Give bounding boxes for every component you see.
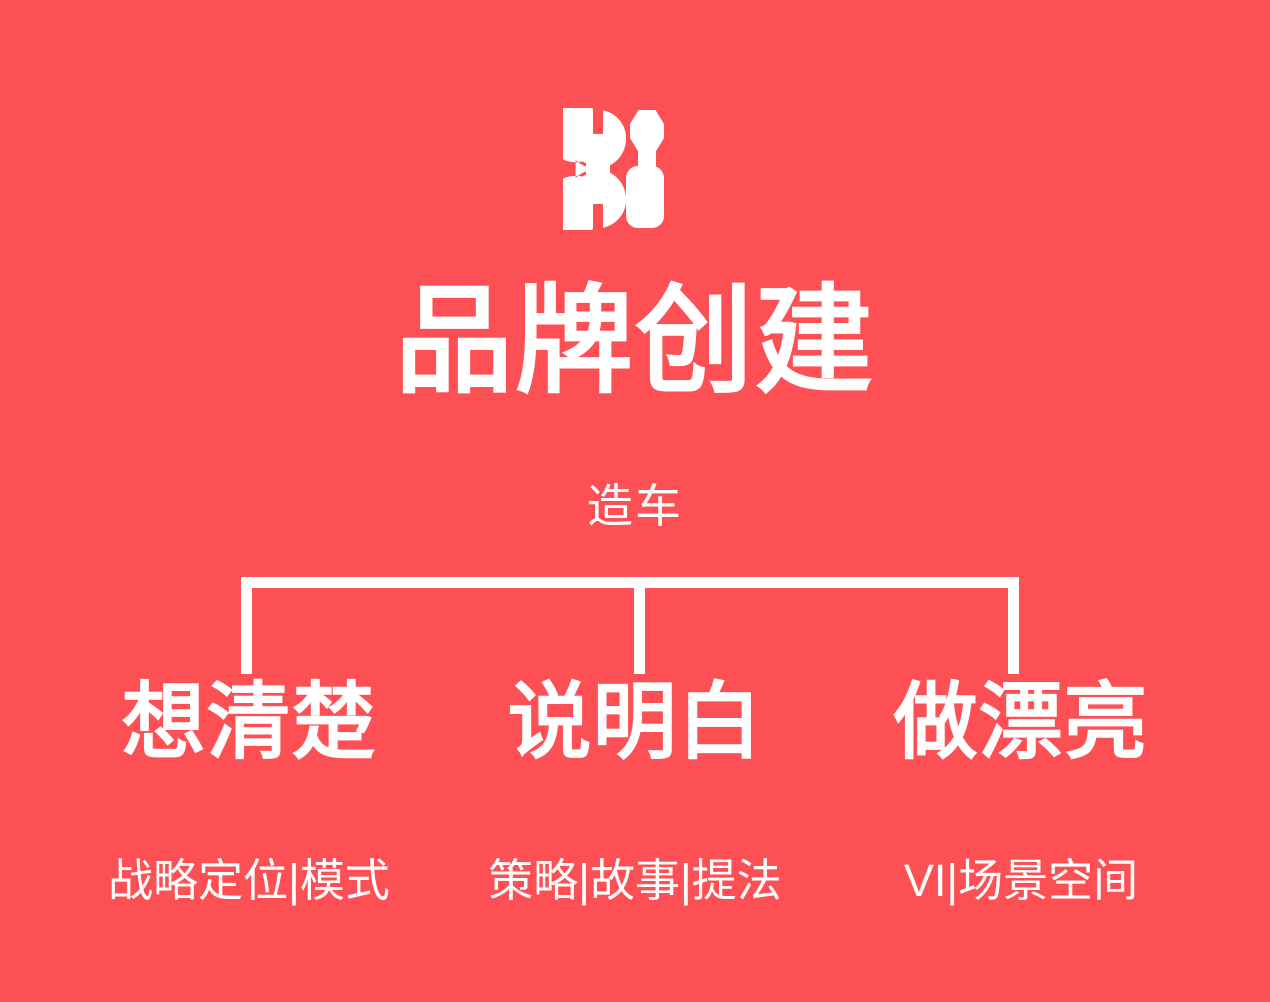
connector-vertical-line-center xyxy=(634,577,645,674)
caption-column-2: 策略|故事|提法 xyxy=(442,856,828,906)
branch-caption-2: 策略|故事|提法 xyxy=(488,855,782,906)
branch-column-3: 做漂亮 xyxy=(828,678,1214,766)
page-title: 品牌创建 xyxy=(394,276,875,408)
branch-heading-3: 做漂亮 xyxy=(893,675,1149,769)
connector-vertical-line-left xyxy=(241,577,252,674)
caption-column-1: 战略定位|模式 xyxy=(56,856,442,906)
branch-caption-1: 战略定位|模式 xyxy=(108,855,390,906)
branch-heading-1: 想清楚 xyxy=(121,675,377,769)
branch-heading-row: 想清楚 说明白 做漂亮 xyxy=(0,678,1270,786)
branch-caption-3: VI|场景空间 xyxy=(903,855,1139,906)
connector-horizontal-line xyxy=(241,577,1019,588)
branch-caption-row: 战略定位|模式 策略|故事|提法 VI|场景空间 xyxy=(0,856,1270,916)
branch-heading-2: 说明白 xyxy=(507,675,763,769)
branch-column-1: 想清楚 xyxy=(56,678,442,766)
branch-column-2: 说明白 xyxy=(442,678,828,766)
poster-subtitle: 造车 xyxy=(587,480,683,532)
connector-vertical-line-right xyxy=(1008,577,1019,674)
wrench-and-screwdriver-icon xyxy=(563,108,667,230)
caption-column-3: VI|场景空间 xyxy=(828,856,1214,906)
